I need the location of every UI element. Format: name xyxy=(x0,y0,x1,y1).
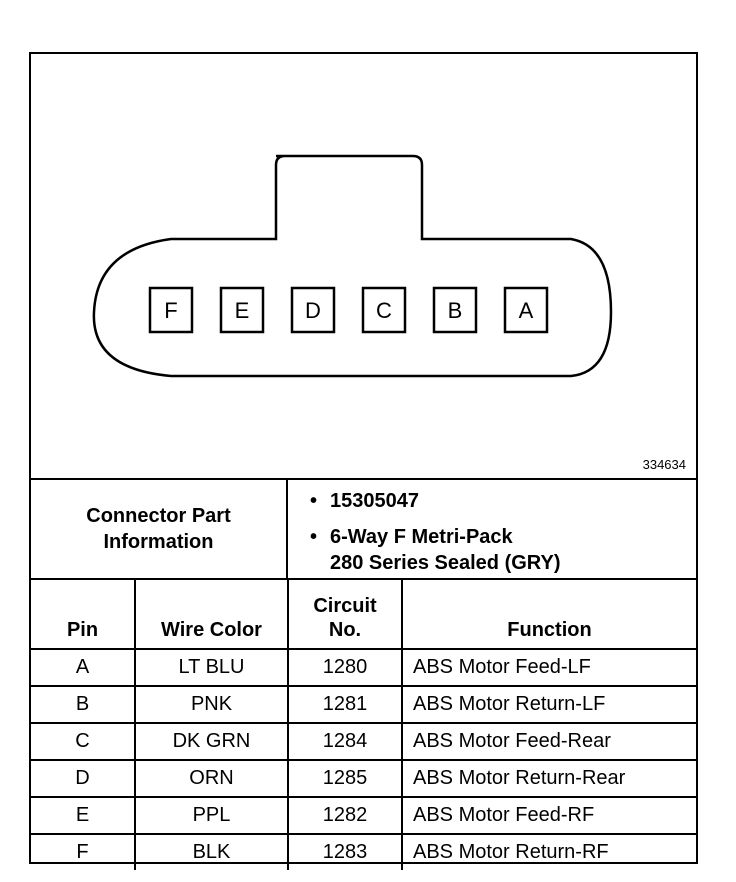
pin-cavity-e xyxy=(219,286,265,334)
cell-function: ABS Motor Feed-LF xyxy=(401,648,696,687)
bullet-icon: • xyxy=(310,526,318,548)
cell-function: ABS Motor Feed-Rear xyxy=(401,722,696,761)
cell-circuit: 1280 xyxy=(287,648,403,687)
pin-label-b: B xyxy=(448,298,463,323)
header-circuit: Circuit No. xyxy=(287,578,403,650)
connector-housing-outline xyxy=(92,154,613,378)
pin-label-d: D xyxy=(305,298,321,323)
cell-circuit: 1281 xyxy=(287,685,403,724)
cell-function: ABS Motor Return-LF xyxy=(401,685,696,724)
pin-label-c: C xyxy=(376,298,392,323)
cell-wire-color: DK GRN xyxy=(134,722,289,761)
cell-pin: F xyxy=(31,833,136,870)
part-info-details: • 15305047 • 6-Way F Metri-Pack 280 Seri… xyxy=(288,480,696,578)
cell-wire-color: LT BLU xyxy=(134,648,289,687)
pin-label-a: A xyxy=(519,298,534,323)
cell-pin: A xyxy=(31,648,136,687)
cell-circuit: 1283 xyxy=(287,833,403,870)
part-description-bullet: • 6-Way F Metri-Pack 280 Series Sealed (… xyxy=(310,524,561,576)
pin-cavity-c xyxy=(361,286,407,334)
pin-label-e: E xyxy=(235,298,250,323)
part-number: 15305047 xyxy=(330,490,419,512)
part-info-label-line2: Information xyxy=(103,531,214,553)
cell-wire-color: PNK xyxy=(134,685,289,724)
part-info-label-line1: Connector Part xyxy=(86,505,231,527)
header-pin: Pin xyxy=(31,578,136,650)
part-number-bullet: • 15305047 xyxy=(310,488,419,514)
part-description-line2: 280 Series Sealed (GRY) xyxy=(330,552,561,574)
cell-pin: C xyxy=(31,722,136,761)
connector-face-view: F E D C B A 334634 xyxy=(31,54,696,478)
pin-cavity-a xyxy=(503,286,549,334)
pin-label-f: F xyxy=(164,298,177,323)
header-circuit-line2: No. xyxy=(328,619,362,641)
figure-id: 334634 xyxy=(642,457,686,472)
part-info-section: Connector Part Information • 15305047 • … xyxy=(31,478,696,580)
cell-pin: D xyxy=(31,759,136,798)
header-function: Function xyxy=(401,578,696,650)
pin-cavity-b xyxy=(432,286,478,334)
header-wire-color: Wire Color xyxy=(134,578,289,650)
cell-pin: B xyxy=(31,685,136,724)
cell-wire-color: BLK xyxy=(134,833,289,870)
cell-circuit: 1285 xyxy=(287,759,403,798)
pinout-header-row: Pin Wire Color Circuit No. Function xyxy=(31,578,696,650)
pin-cavity-f xyxy=(148,286,194,334)
bullet-icon: • xyxy=(310,490,318,512)
cell-function: ABS Motor Return-RF xyxy=(401,833,696,870)
cell-wire-color: ORN xyxy=(134,759,289,798)
cell-wire-color: PPL xyxy=(134,796,289,835)
part-info-label: Connector Part Information xyxy=(31,480,288,578)
cell-function: ABS Motor Return-Rear xyxy=(401,759,696,798)
cell-function: ABS Motor Feed-RF xyxy=(401,796,696,835)
header-circuit-line1: Circuit xyxy=(313,595,377,617)
part-description-line1: 6-Way F Metri-Pack xyxy=(330,526,513,548)
cell-pin: E xyxy=(31,796,136,835)
cell-circuit: 1284 xyxy=(287,722,403,761)
cell-circuit: 1282 xyxy=(287,796,403,835)
pin-cavity-d xyxy=(290,286,336,334)
